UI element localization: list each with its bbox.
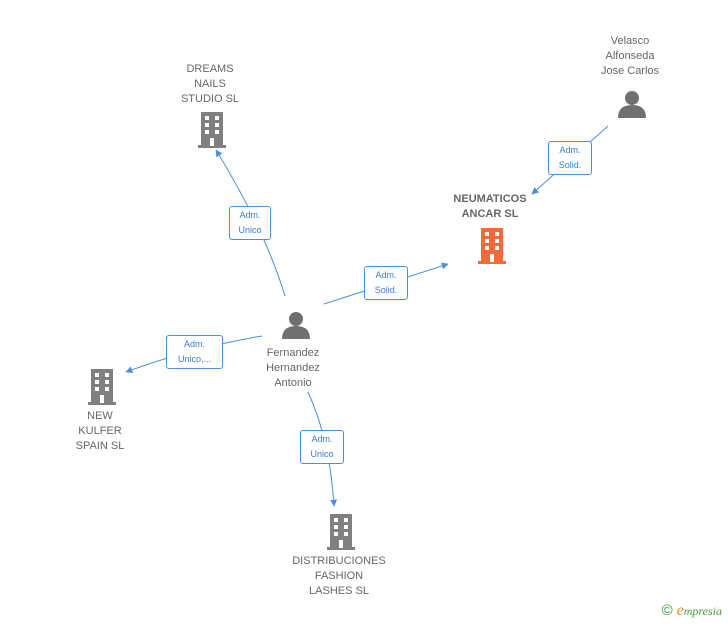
edge-label-to-neumaticos-fernandez[interactable]: Adm. Solid. (364, 266, 408, 300)
edge-label-to-neumaticos-velasco[interactable]: Adm. Solid. (548, 141, 592, 175)
person-icon[interactable] (617, 90, 647, 118)
building-icon[interactable] (325, 514, 357, 550)
edge-label-to-distribuciones[interactable]: Adm. Unico (300, 430, 344, 464)
node-label-distribuciones: DISTRIBUCIONES FASHION LASHES SL (292, 555, 386, 597)
node-label-velasco: Velasco Alfonseda Jose Carlos (600, 35, 660, 77)
person-icon[interactable] (281, 311, 311, 339)
building-icon[interactable] (476, 228, 508, 264)
brand-name: mpresia (683, 604, 722, 618)
copyright-icon: © (661, 602, 673, 619)
edge-label-to-newkulfer[interactable]: Adm. Unico,... (166, 335, 223, 369)
building-icon[interactable] (196, 112, 228, 148)
building-icon[interactable] (86, 369, 118, 405)
node-label-dreams: DREAMS NAILS STUDIO SL (180, 63, 240, 105)
node-label-fernandez: Fernandez Hernandez Antonio (266, 347, 320, 389)
brand-initial: e (676, 602, 684, 619)
brand-footer: ©empresia (662, 602, 722, 620)
node-label-neumaticos: NEUMATICOS ANCAR SL (453, 193, 527, 220)
edge-label-to-dreams[interactable]: Adm. Unico (229, 206, 271, 240)
node-label-newkulfer: NEW KULFER SPAIN SL (75, 410, 125, 452)
